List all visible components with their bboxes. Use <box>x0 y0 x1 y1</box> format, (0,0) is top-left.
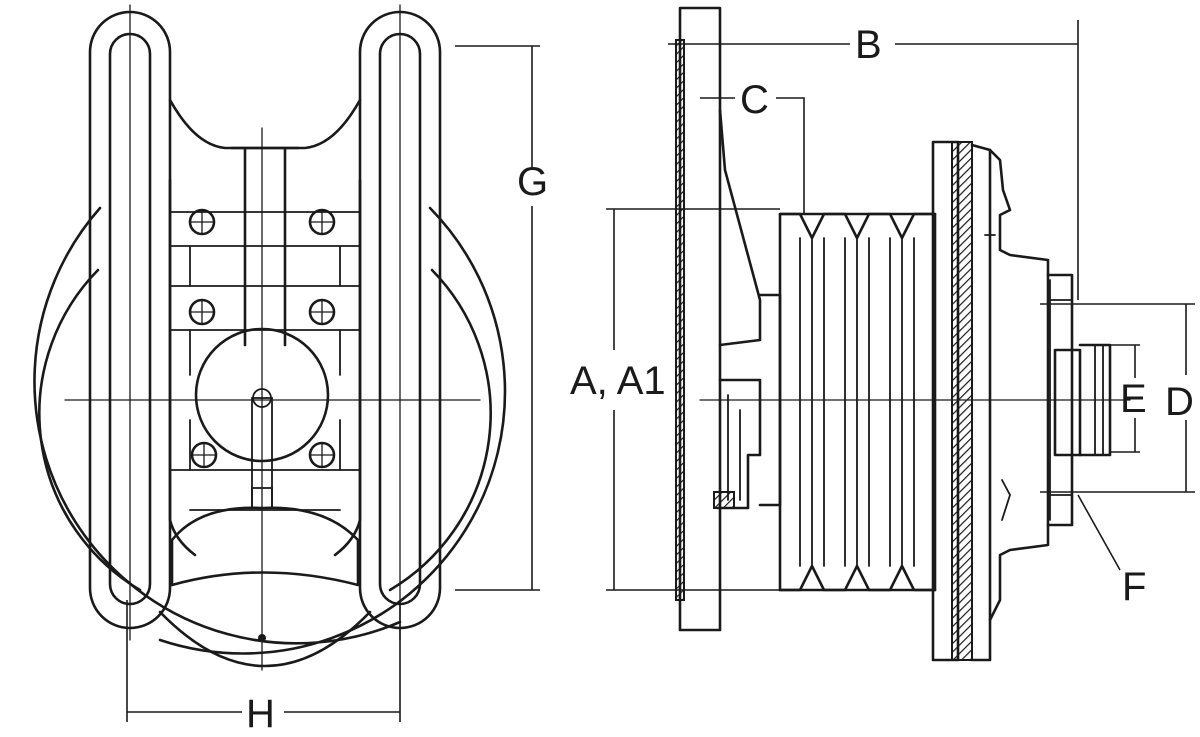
label-b: B <box>855 23 882 67</box>
label-a: A, A1 <box>570 359 666 403</box>
label-f: F <box>1122 565 1146 609</box>
dimension-c: C <box>700 78 805 214</box>
dimension-h: H <box>126 600 401 736</box>
side-view <box>675 6 1131 662</box>
dimension-d: D <box>1040 303 1195 493</box>
mount-plate <box>678 6 722 632</box>
bracket-gusset <box>718 108 762 347</box>
clutch-housing <box>988 148 1050 622</box>
center-rib <box>230 146 300 347</box>
bolt-holes <box>188 208 336 469</box>
mount-plate-edge <box>675 39 685 601</box>
dimension-b: B <box>668 20 1079 300</box>
front-view <box>33 4 507 671</box>
lower-shield <box>170 506 360 587</box>
groove-lines <box>799 237 915 567</box>
label-d: D <box>1165 380 1194 424</box>
dimension-g: G <box>455 45 548 591</box>
bracket-hub <box>716 378 762 510</box>
label-h: H <box>246 692 275 736</box>
yoke-body <box>168 98 362 150</box>
front-outer-disc <box>33 206 507 655</box>
front-lower-disc <box>158 610 372 668</box>
shaft-end <box>1053 348 1082 457</box>
bracket-grid <box>169 211 361 511</box>
pulley-grooves-top <box>778 212 937 240</box>
label-g: G <box>517 160 548 204</box>
yoke-side-left <box>168 178 197 557</box>
pulley-grooves-bottom <box>778 564 937 592</box>
center-mark <box>258 634 266 642</box>
dimension-e: E <box>1110 344 1147 453</box>
label-c: C <box>740 78 769 122</box>
front-inner-disc <box>38 268 492 592</box>
yoke-side-right <box>333 178 362 557</box>
clutch-disk-friction <box>951 141 973 661</box>
dimension-a: A, A1 <box>570 208 780 591</box>
label-e: E <box>1120 377 1147 421</box>
dimension-f: F <box>1077 494 1146 609</box>
